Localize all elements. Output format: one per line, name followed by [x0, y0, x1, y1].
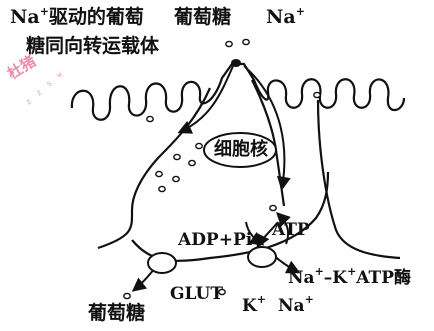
na-k-atpase-label: Na+–K+ATP酶 — [288, 270, 411, 287]
charge-plus: + — [257, 293, 266, 306]
dash-text: – — [324, 268, 333, 288]
cotransporter-label-line1: Na+驱动的葡萄 — [10, 8, 144, 27]
glucose-molecule — [147, 116, 153, 121]
glucose-molecule — [173, 176, 179, 181]
k-text: K — [242, 296, 257, 316]
nucleus-label: 细胞核 — [214, 141, 268, 159]
atpase-text: ATP酶 — [356, 268, 411, 288]
na-text: Na — [278, 296, 305, 316]
right-cell-wall — [318, 100, 400, 258]
top-glucose-label: 葡萄糖 — [174, 8, 231, 27]
glucose-molecule — [314, 92, 320, 97]
na-text: Na — [288, 268, 315, 288]
glucose-molecule — [196, 143, 202, 148]
na-text: Na — [266, 6, 296, 28]
glucose-text: 葡萄糖 — [88, 302, 145, 324]
glut-transporter — [148, 253, 176, 273]
glucose-molecule — [159, 186, 165, 191]
charge-plus: + — [315, 265, 324, 278]
microvilli-membrane — [72, 64, 404, 120]
atpase-to-label-line — [276, 258, 288, 266]
charge-plus: + — [296, 5, 305, 18]
charge-plus: + — [305, 293, 314, 306]
glut-label: GLUT — [170, 286, 223, 303]
na-text: Na — [10, 6, 40, 28]
cell-outline — [98, 88, 210, 248]
adp-pi-label: ADP+Pi — [178, 232, 252, 249]
glucose-molecule — [124, 293, 130, 298]
nucleus-text: 细胞核 — [214, 139, 268, 160]
adp-pi-text: ADP+Pi — [178, 230, 252, 250]
atp-label: ATP — [272, 222, 310, 239]
bottom-glucose-label: 葡萄糖 — [88, 304, 145, 323]
top-na-label: Na+ — [266, 8, 305, 27]
glucose-molecule — [270, 205, 276, 210]
glut-text: GLUT — [170, 284, 223, 304]
charge-plus: + — [347, 265, 356, 278]
glucose-molecule — [243, 39, 249, 44]
k-text: K — [332, 268, 347, 288]
na-k-atpase — [248, 247, 276, 267]
glucose-text: 葡萄糖 — [174, 6, 231, 28]
cotransporter-text: 糖同向转运载体 — [26, 35, 159, 57]
glucose-molecule — [189, 160, 195, 165]
glucose-molecule — [174, 154, 180, 159]
cotransporter-label-line2: 糖同向转运载体 — [26, 37, 159, 56]
charge-plus: + — [40, 5, 49, 18]
glucose-molecule — [226, 41, 232, 46]
bottom-na-label: Na+ — [278, 298, 314, 315]
atp-text: ATP — [272, 220, 310, 240]
cotransporter-text: 驱动的葡萄 — [49, 6, 144, 28]
bottom-k-label: K+ — [242, 298, 266, 315]
glucose-entry-arrow — [180, 66, 233, 132]
glucose-molecule — [156, 171, 162, 176]
